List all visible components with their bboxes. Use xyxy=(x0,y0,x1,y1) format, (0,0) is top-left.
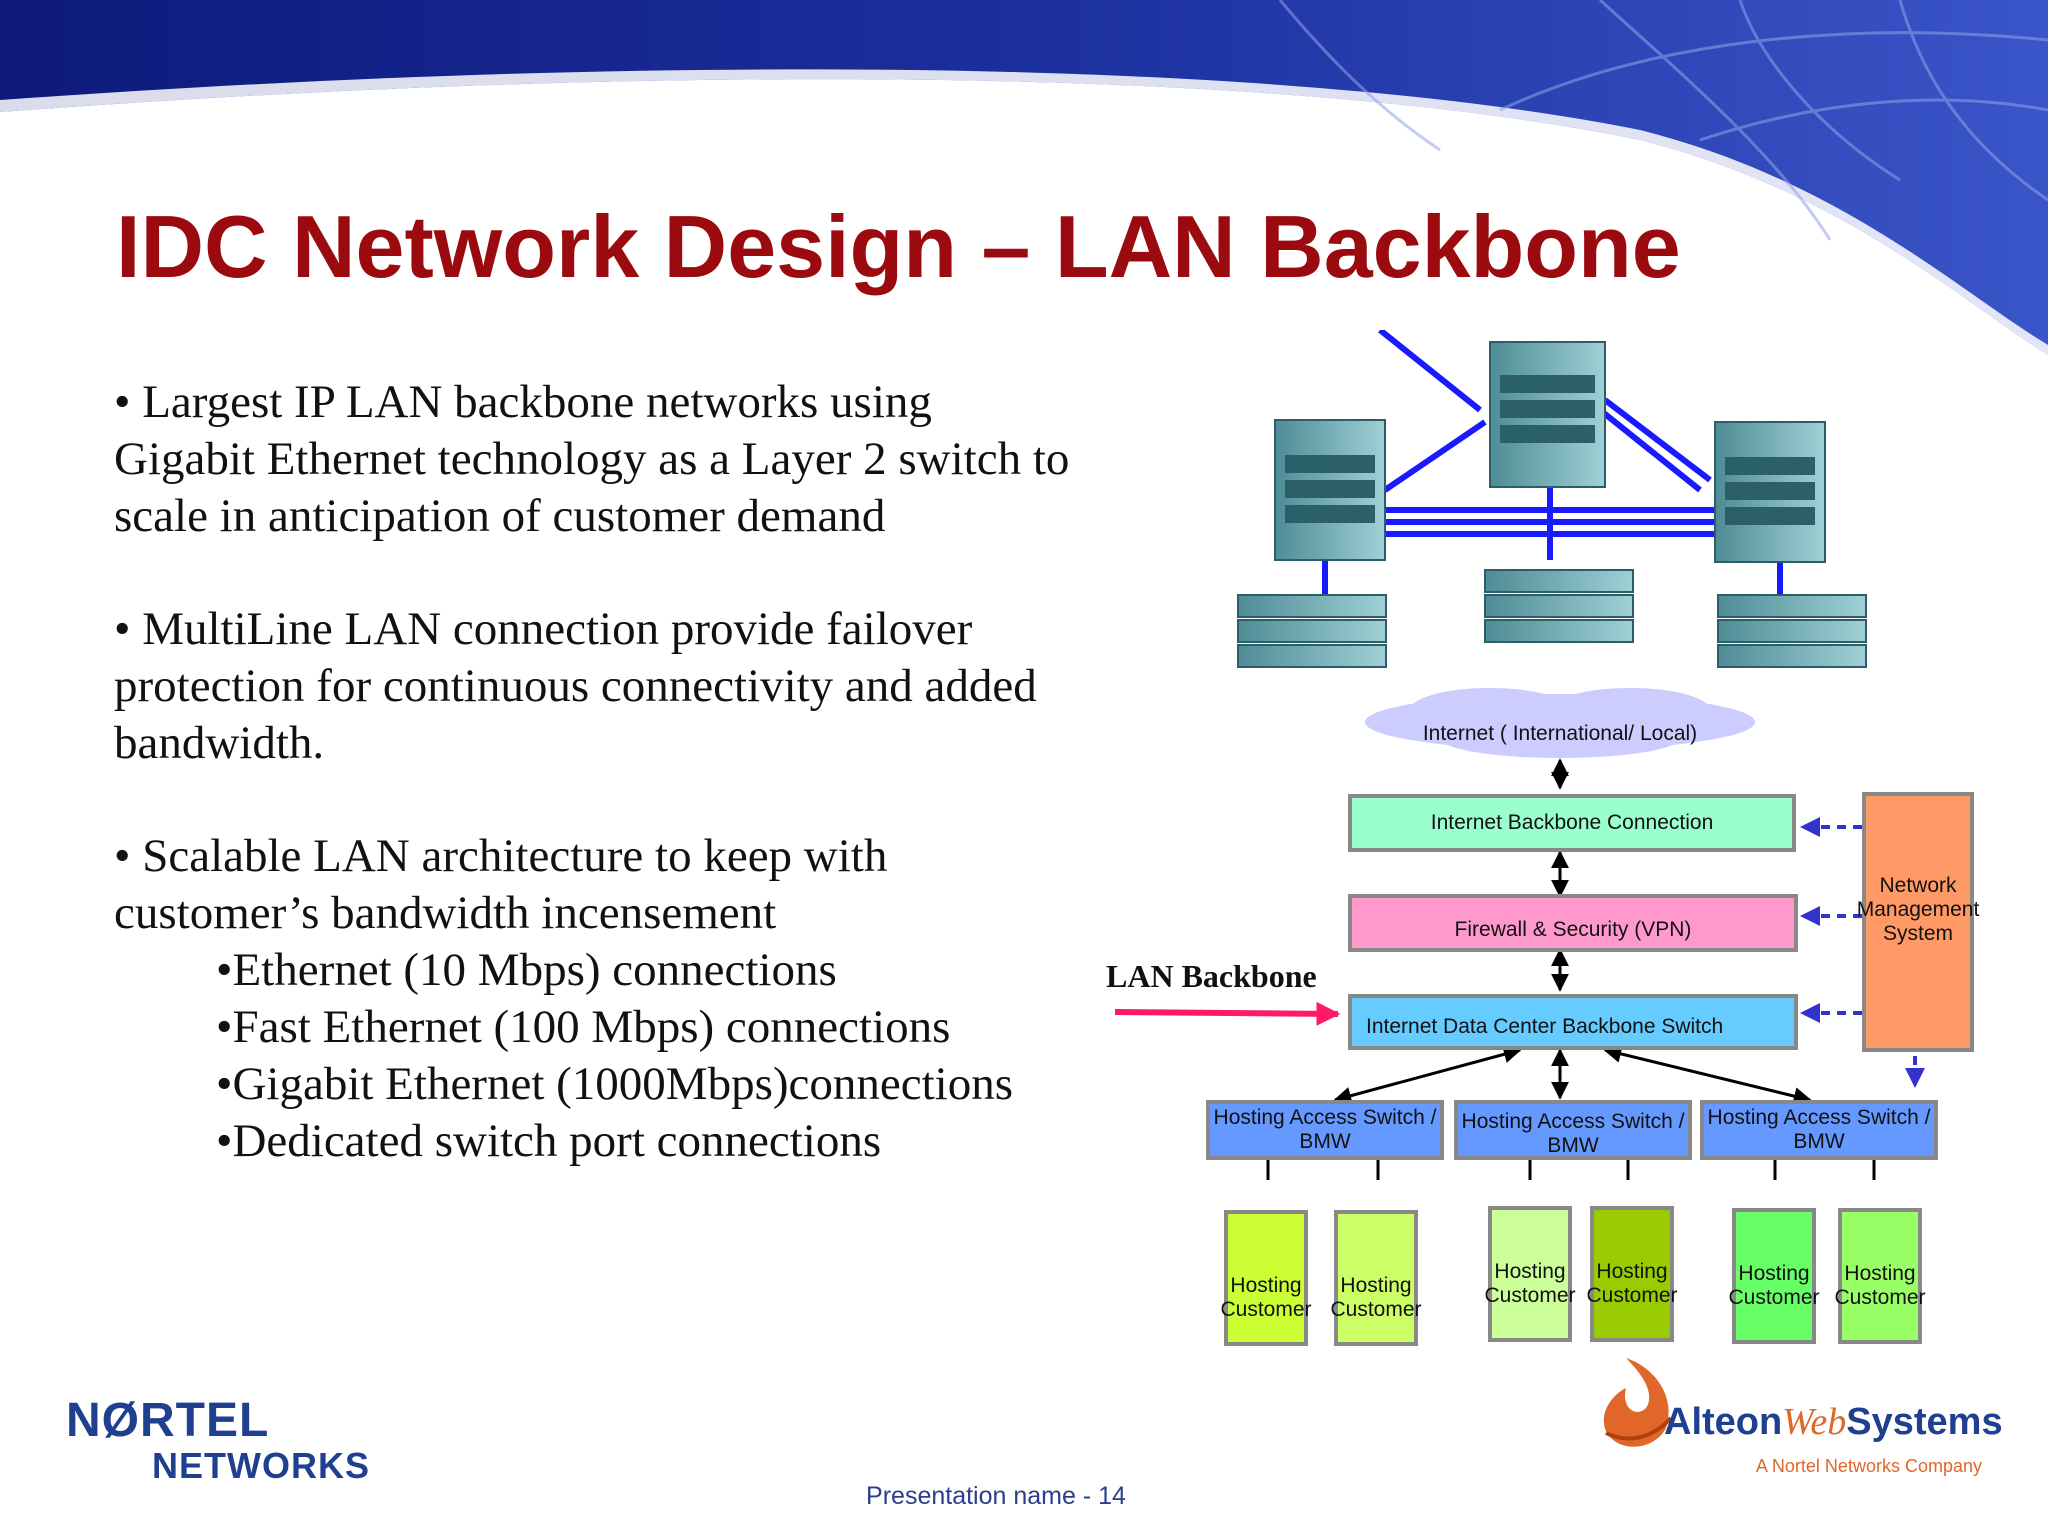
nortel-networks-logo: NØRTEL NETWORKS xyxy=(66,1394,370,1516)
hosting-customer-box: Hosting Customer xyxy=(1835,1208,1926,1344)
server-icon xyxy=(1714,421,1826,563)
slide-title: IDC Network Design – LAN Backbone xyxy=(116,197,1681,296)
server-icon xyxy=(1274,419,1386,561)
firewall-security-box: Firewall & Security (VPN) xyxy=(1348,894,1798,952)
network-hardware-illustration xyxy=(1237,330,1867,668)
bullet-item: • Scalable LAN architecture to keep with… xyxy=(114,830,888,939)
alteon-logo-web: Web xyxy=(1782,1401,1847,1443)
hosting-access-switch-box: Hosting Access Switch / BMW xyxy=(1454,1100,1692,1160)
alteon-flame-icon xyxy=(1603,1358,1673,1447)
internet-cloud-label: Internet ( International/ Local) xyxy=(1422,722,1698,745)
sub-bullet-item: •Dedicated switch port connections xyxy=(216,1115,882,1167)
bullet-item: • MultiLine LAN connection provide failo… xyxy=(114,603,1037,769)
alteon-logo-systems: Systems xyxy=(1846,1401,2003,1443)
network-diagram xyxy=(1114,688,1925,1180)
idc-backbone-switch-box: Internet Data Center Backbone Switch xyxy=(1348,994,1798,1050)
nortel-logo-line1: NØRTEL xyxy=(66,1394,270,1447)
switch-icon xyxy=(1717,594,1867,668)
hosting-access-switch-box: Hosting Access Switch / BMW xyxy=(1700,1100,1938,1160)
hosting-customer-box: Hosting Customer xyxy=(1331,1210,1422,1346)
alteon-logo-name: Alteon xyxy=(1664,1401,1783,1443)
sub-bullet-item: •Ethernet (10 Mbps) connections xyxy=(216,944,837,996)
sub-bullet-item: •Gigabit Ethernet (1000Mbps)connections xyxy=(216,1058,1014,1110)
bullet-item: • Largest IP LAN backbone networks using… xyxy=(114,376,1070,542)
internet-backbone-connection-box: Internet Backbone Connection xyxy=(1348,794,1796,852)
switch-icon xyxy=(1237,594,1387,668)
switch-icon xyxy=(1484,569,1634,643)
hosting-customer-box: Hosting Customer xyxy=(1587,1206,1678,1342)
internet-cloud xyxy=(1365,688,1755,758)
hosting-access-switch-box: Hosting Access Switch / BMW xyxy=(1206,1100,1444,1160)
server-icon xyxy=(1489,341,1606,488)
sub-bullet-item: •Fast Ethernet (100 Mbps) connections xyxy=(216,1001,951,1053)
header-banner xyxy=(0,0,2048,355)
alteon-logo-tagline: A Nortel Networks Company xyxy=(1755,1456,1982,1476)
network-management-system-box: Network Management System xyxy=(1857,792,1979,1052)
hosting-customer-box: Hosting Customer xyxy=(1485,1206,1576,1342)
footer-text: Presentation name - 14 xyxy=(866,1482,1126,1510)
alteon-websystems-logo: AlteonWebSystems A Nortel Networks Compa… xyxy=(1590,1348,2003,1488)
lan-backbone-label: LAN Backbone xyxy=(1106,958,1317,994)
hosting-customer-box: Hosting Customer xyxy=(1221,1210,1312,1346)
nortel-logo-line2: NETWORKS xyxy=(152,1445,370,1486)
slide-footer: Presentation name - 14 xyxy=(0,1482,2048,1511)
hosting-customer-box: Hosting Customer xyxy=(1729,1208,1820,1344)
bullet-list: • Largest IP LAN backbone networks using… xyxy=(114,374,1074,1170)
